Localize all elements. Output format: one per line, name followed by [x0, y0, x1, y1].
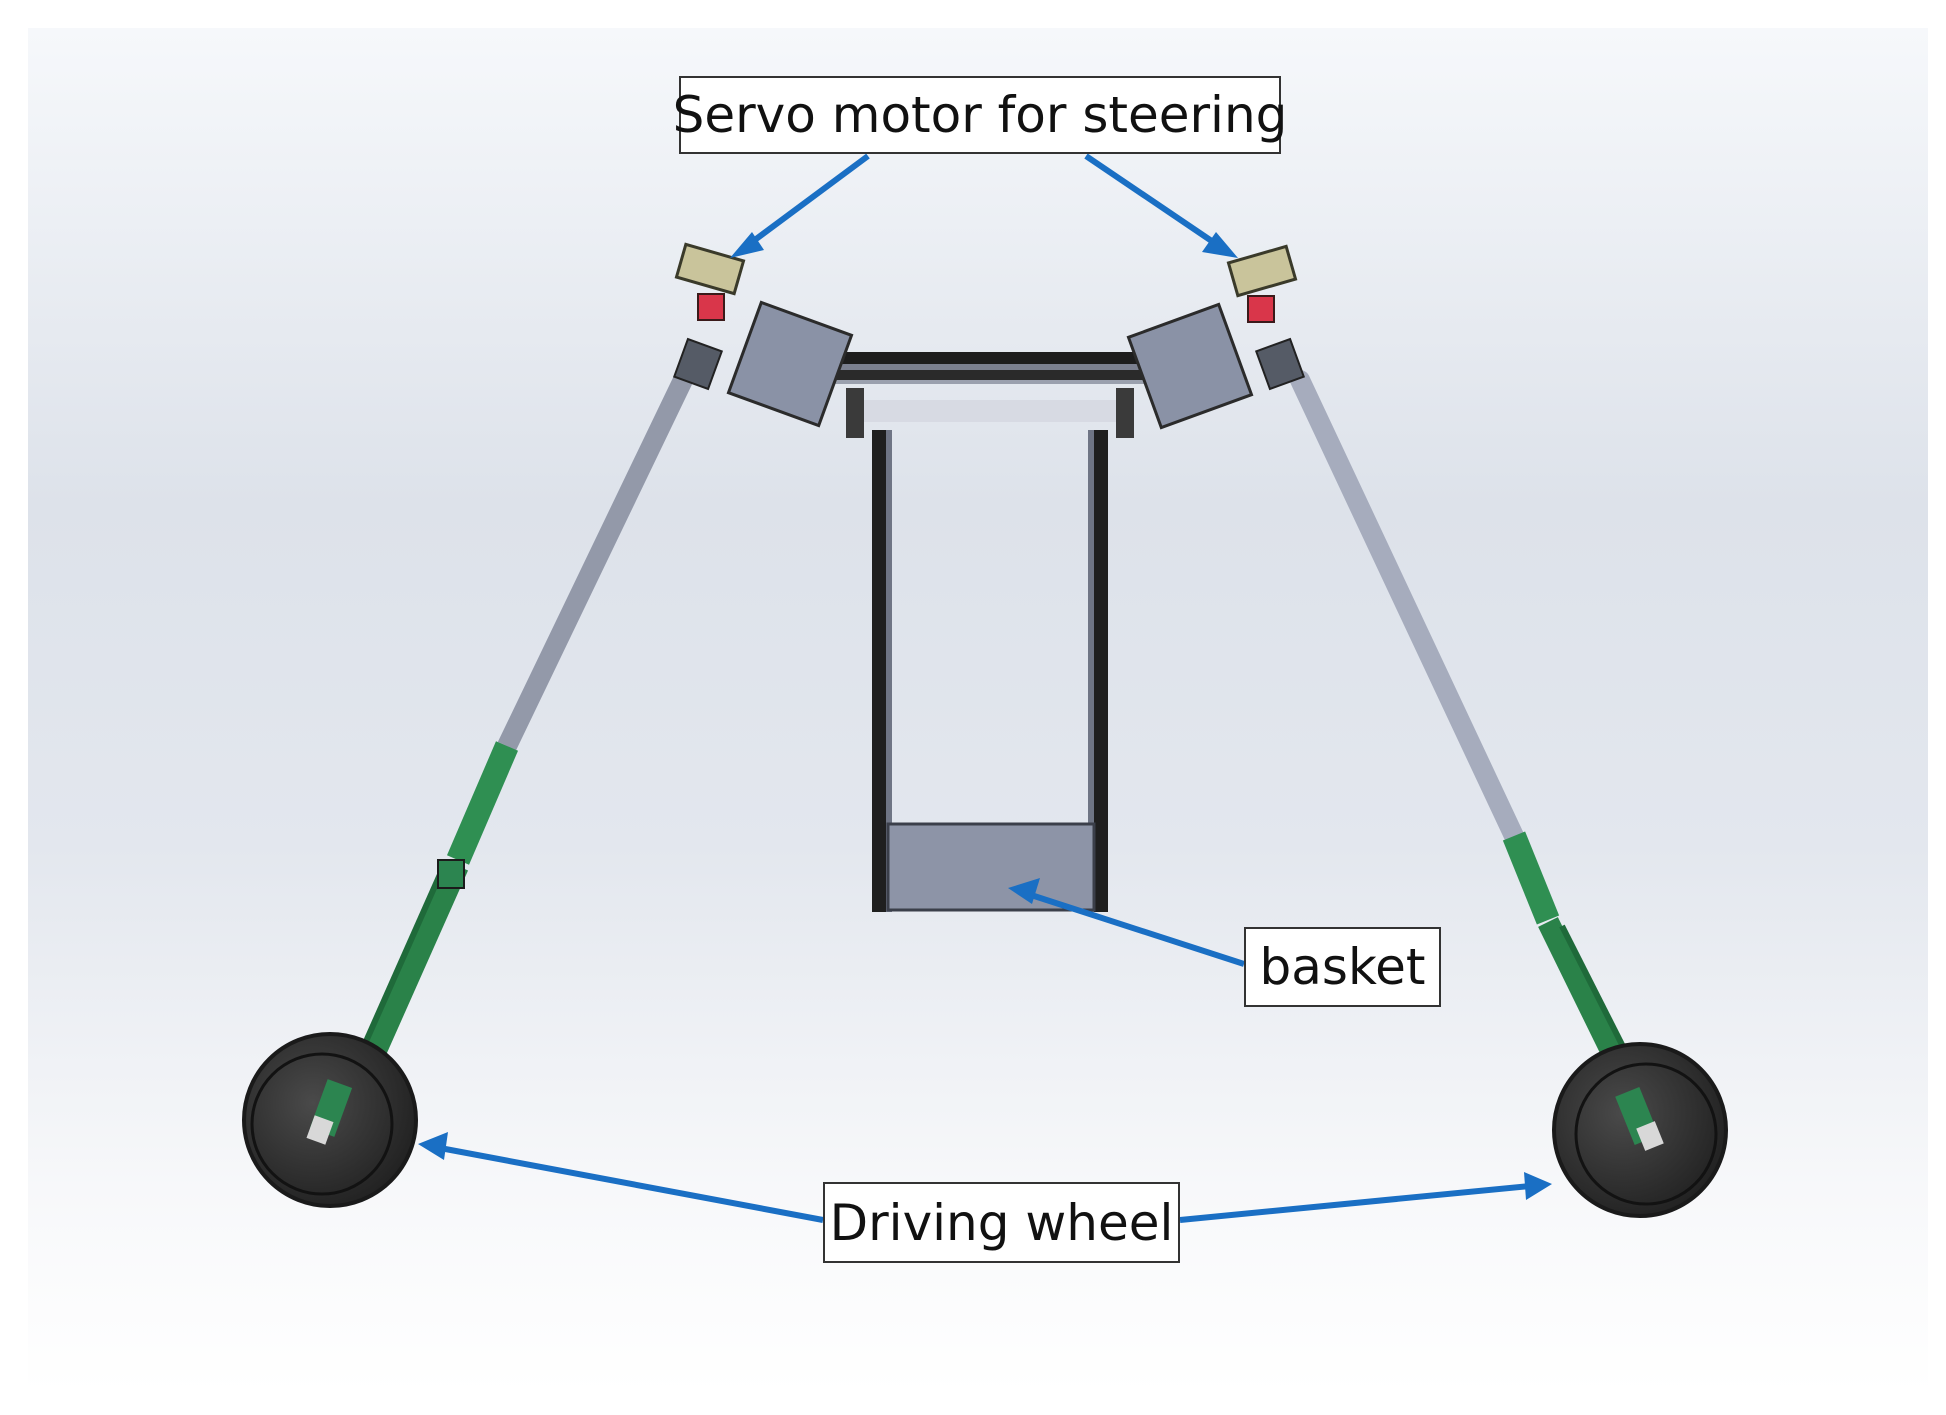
- left-servo-motor: [674, 242, 746, 296]
- left-bracket: [726, 300, 854, 428]
- arrow-servo-left: [742, 153, 870, 251]
- left-servo-assembly: [672, 242, 854, 428]
- right-upper-tube: [1290, 370, 1524, 846]
- arrow-wheel-left: [439, 1145, 824, 1223]
- right-leg: [1290, 370, 1728, 1218]
- driving-wheel-label: Driving wheel: [823, 1182, 1180, 1263]
- left-motor-red: [697, 293, 725, 321]
- left-lower-tube: [446, 741, 519, 865]
- arrow-servo-right: [1084, 153, 1224, 251]
- arrow-wheel-right: [1179, 1183, 1531, 1223]
- right-bracket: [1126, 302, 1254, 430]
- basket-bin: [886, 822, 1096, 912]
- arrow-basket: [1027, 891, 1245, 967]
- left-upper-tube: [497, 370, 693, 756]
- right-lower-tube: [1502, 831, 1560, 925]
- annotation-arrows: [418, 153, 1552, 1223]
- top-crossbar: [822, 352, 1158, 364]
- right-servo-motor: [1226, 244, 1298, 298]
- basket-rail-left: [872, 430, 886, 912]
- right-motor-red: [1247, 295, 1275, 323]
- right-servo-assembly: [1126, 244, 1306, 430]
- hanger-rod: [858, 400, 1122, 422]
- basket-label: basket: [1244, 927, 1441, 1007]
- servo-motor-label: Servo motor for steering: [673, 76, 1287, 154]
- basket-rail-right: [1094, 430, 1108, 912]
- left-leg: [242, 370, 693, 1208]
- basket-assembly: [822, 352, 1158, 912]
